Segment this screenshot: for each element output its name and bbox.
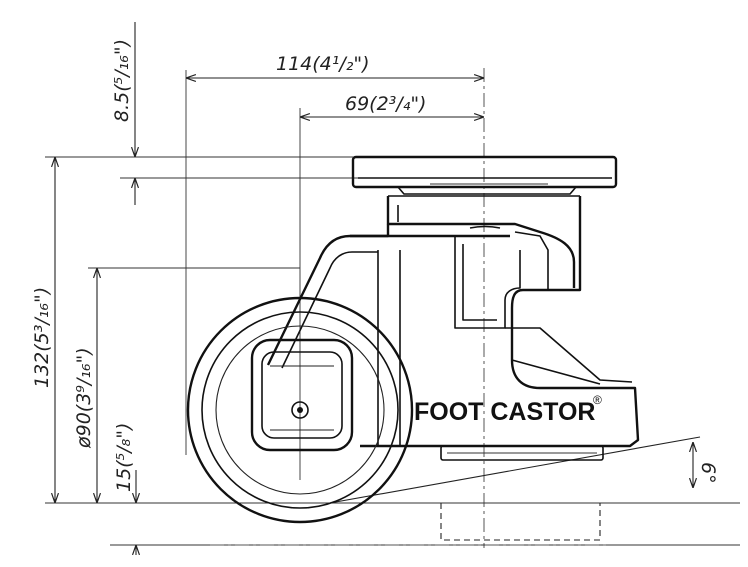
wheel bbox=[186, 296, 414, 524]
dimension-plate-thickness: 8.5(⁵/₁₆") bbox=[111, 22, 135, 205]
dimension-offset-width-label: 69(2³/₄") bbox=[345, 93, 426, 115]
dimension-plate-thickness-label: 8.5(⁵/₁₆") bbox=[111, 39, 133, 122]
leveling-pad bbox=[440, 445, 604, 541]
dimension-overall-width-label: 114(4¹/₂") bbox=[276, 53, 370, 75]
brand-name: FOOT CASTOR bbox=[414, 398, 595, 426]
registered-mark: ® bbox=[593, 393, 602, 407]
dimension-overall-width: 114(4¹/₂") bbox=[186, 53, 484, 78]
brand-label: FOOT CASTOR ® bbox=[414, 393, 602, 426]
wheel-rim bbox=[201, 311, 399, 509]
dimension-tilt-angle: 6° bbox=[693, 442, 719, 488]
axle-bolt bbox=[291, 401, 309, 419]
dimension-tilt-angle-label: 6° bbox=[697, 462, 719, 484]
dimension-floor-clearance-label: 15(⁵/₈") bbox=[113, 423, 135, 492]
castor-housing bbox=[266, 195, 640, 448]
dimension-wheel-diameter: ø90(3⁹/₁₆") bbox=[73, 268, 97, 503]
mounting-plate bbox=[351, 155, 618, 195]
wheel-hub bbox=[250, 338, 354, 452]
extension-lines bbox=[45, 68, 740, 548]
wheel-tire bbox=[186, 296, 414, 524]
dimension-overall-height: 132(5³/₁₆") bbox=[31, 157, 55, 503]
dimension-floor-clearance: 15(⁵/₈") bbox=[113, 423, 136, 555]
dimension-wheel-diameter-label: ø90(3⁹/₁₆") bbox=[73, 347, 95, 449]
dimension-overall-height-label: 132(5³/₁₆") bbox=[31, 287, 53, 388]
dimension-offset-width: 69(2³/₄") bbox=[300, 93, 484, 117]
